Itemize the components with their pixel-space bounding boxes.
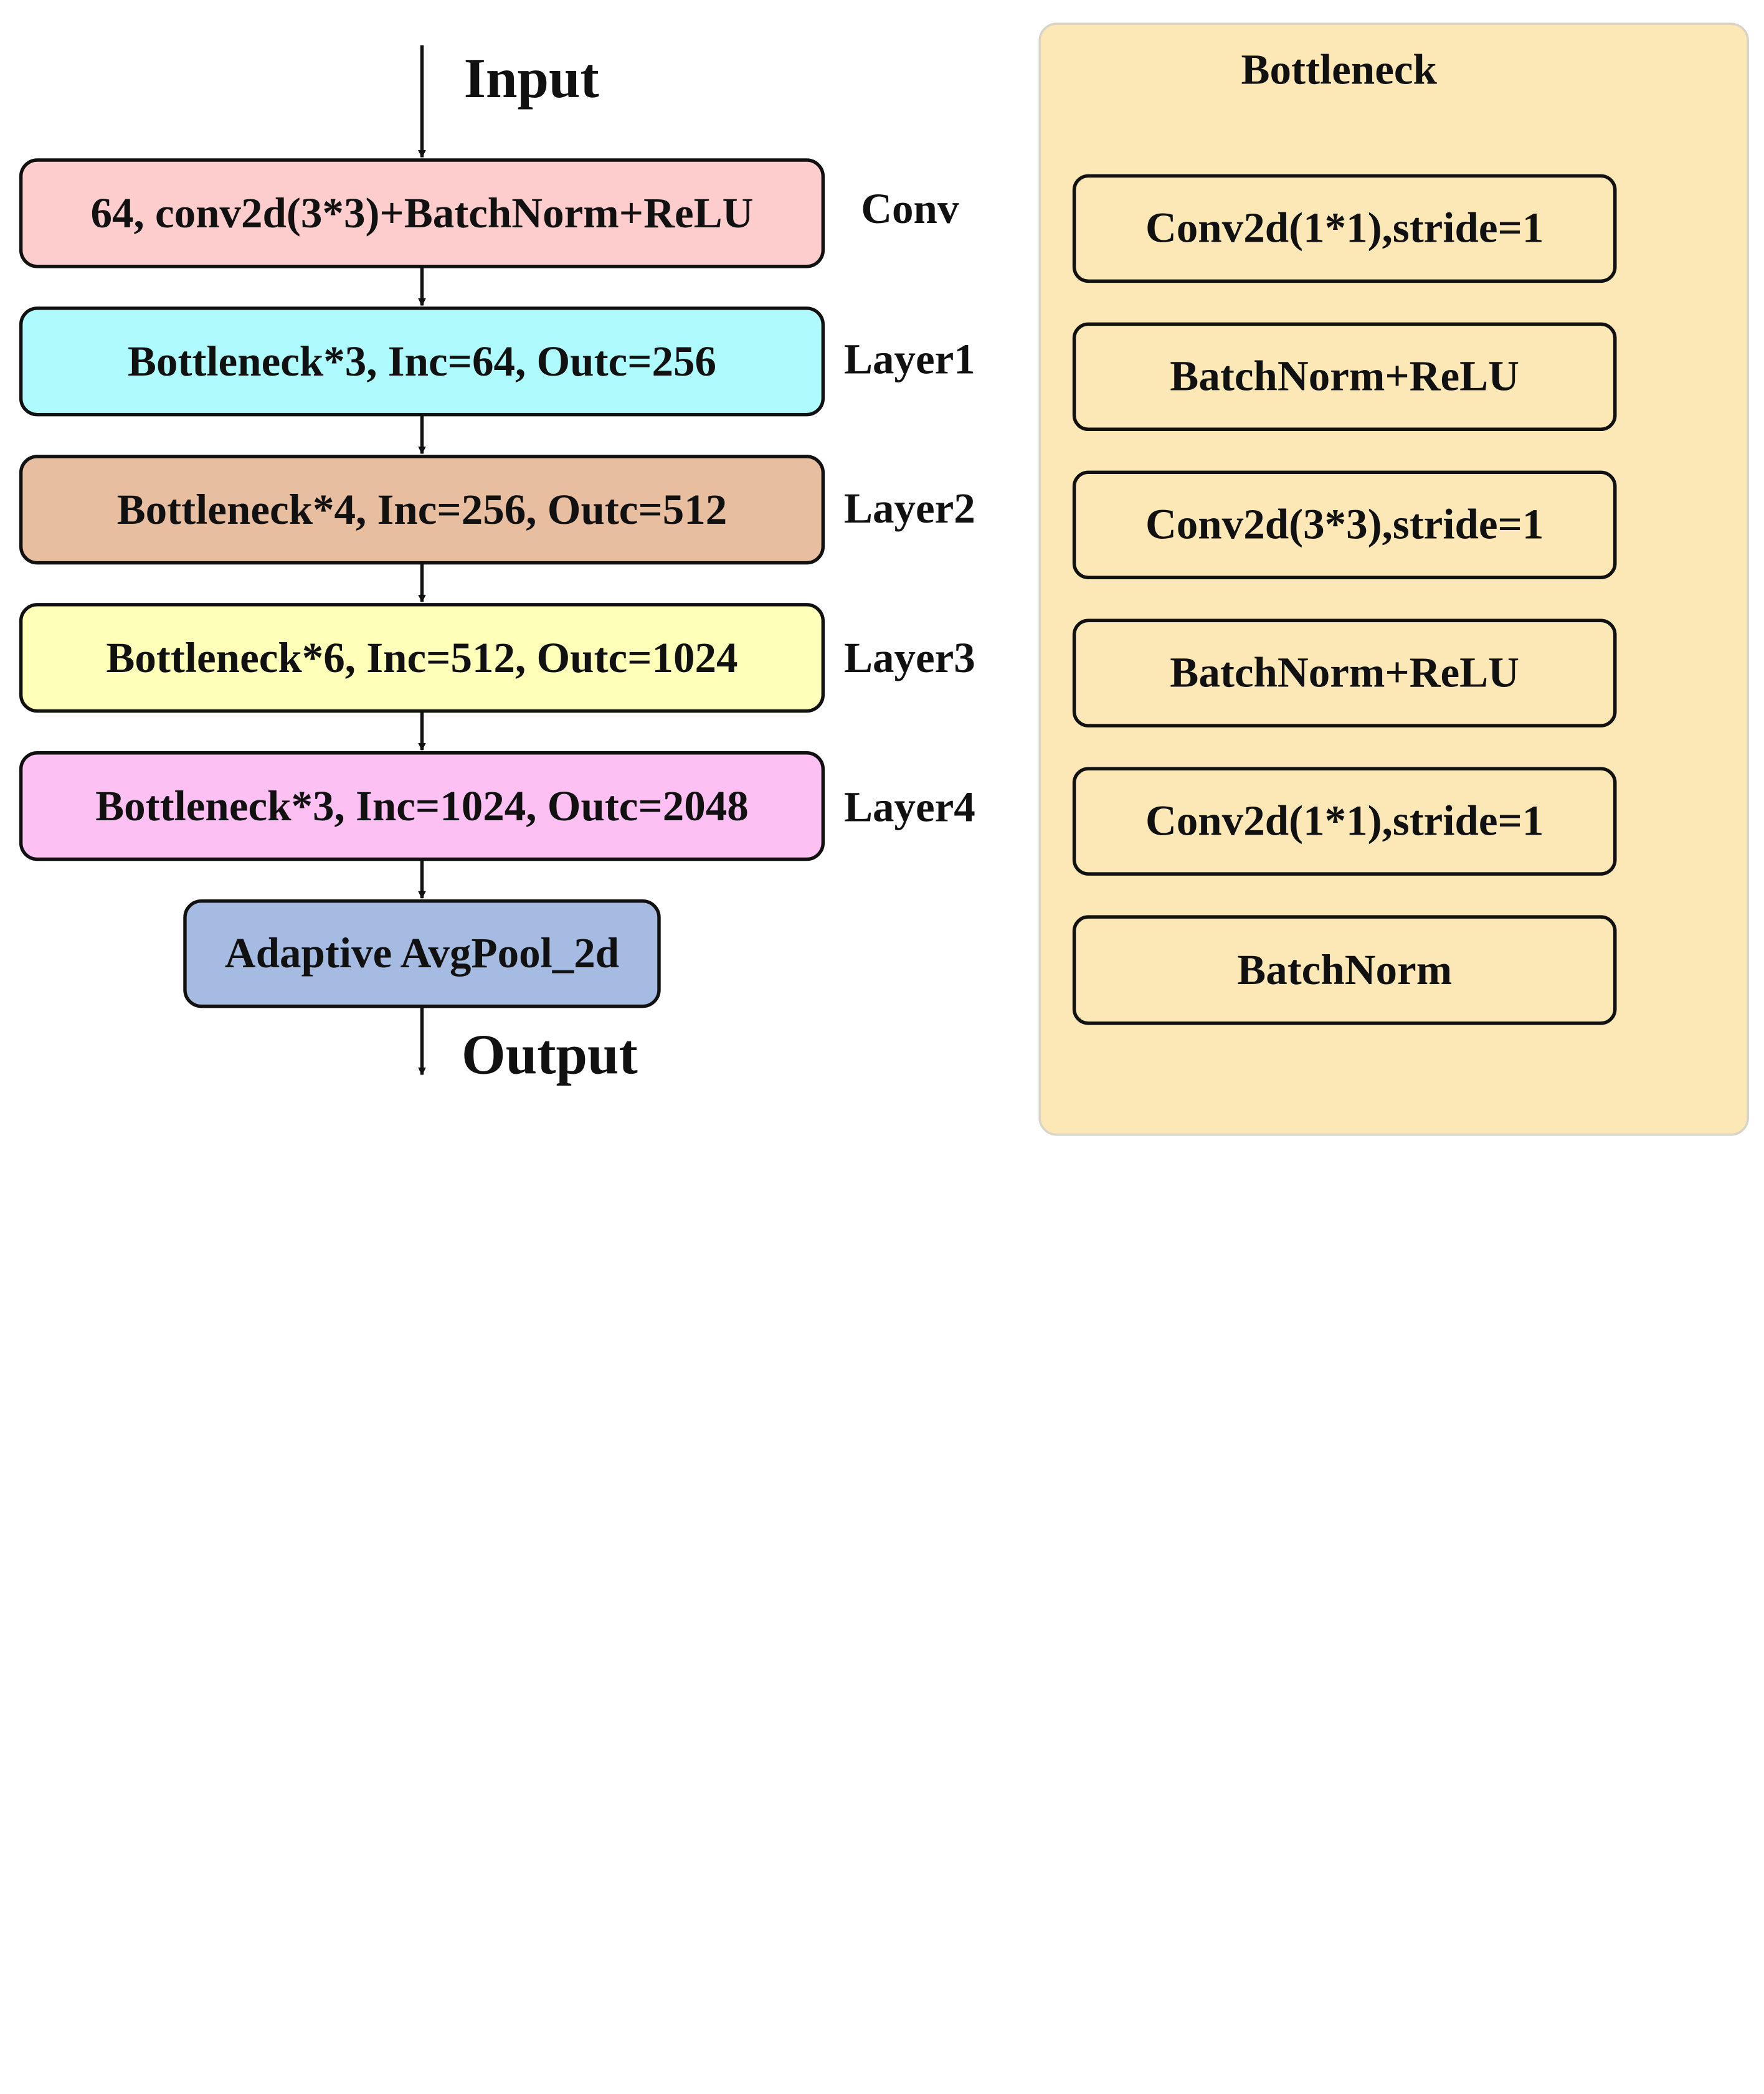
layer4-block: Bottleneck*3, Inc=1024, Outc=2048 (19, 751, 825, 861)
bottleneck-step-batchnorm-relu-b: BatchNorm+ReLU (1072, 618, 1617, 727)
conv-block: 64, conv2d(3*3)+BatchNorm+ReLU (19, 158, 825, 268)
bottleneck-step-batchnorm: BatchNorm (1072, 915, 1617, 1025)
layer2-block: Bottleneck*4, Inc=256, Outc=512 (19, 455, 825, 565)
bottleneck-step-batchnorm-relu-a: BatchNorm+ReLU (1072, 322, 1617, 432)
layer2-label: Layer2 (843, 485, 975, 533)
bottleneck-step-conv3x3: Conv2d(3*3),stride=1 (1072, 470, 1617, 579)
input-label: Input (463, 46, 599, 110)
conv-label: Conv (861, 185, 959, 234)
bottleneck-step-conv1x1-a: Conv2d(1*1),stride=1 (1072, 174, 1617, 283)
bottleneck-step-conv1x1-b: Conv2d(1*1),stride=1 (1072, 767, 1617, 876)
bottleneck-panel-title: Bottleneck (1241, 46, 1437, 94)
layer3-block: Bottleneck*6, Inc=512, Outc=1024 (19, 603, 825, 713)
layer1-block: Bottleneck*3, Inc=64, Outc=256 (19, 306, 825, 417)
layer1-label: Layer1 (843, 336, 975, 384)
adaptive-avgpool-block: Adaptive AvgPool_2d (183, 899, 661, 1008)
layer4-label: Layer4 (843, 784, 975, 831)
layer3-label: Layer3 (843, 634, 975, 683)
output-label: Output (462, 1022, 638, 1086)
